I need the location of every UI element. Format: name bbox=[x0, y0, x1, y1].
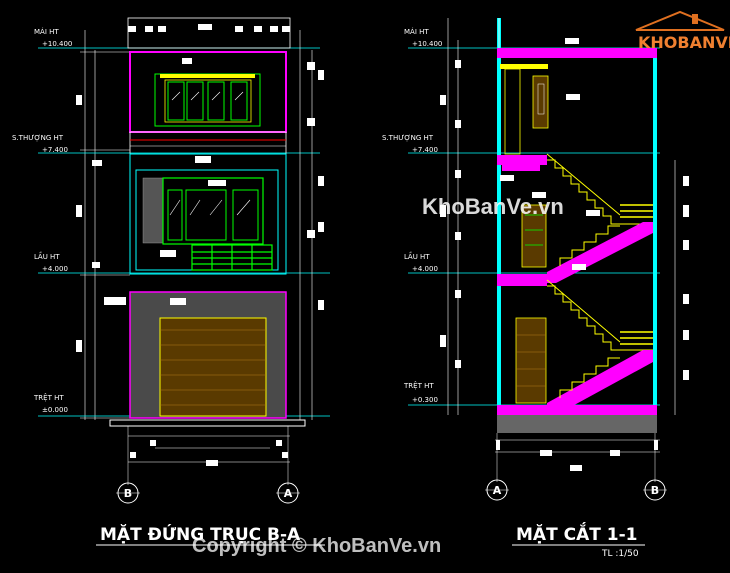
level-value-floor: +4.000 bbox=[42, 265, 68, 273]
section-level-value-floor: +4.000 bbox=[412, 265, 438, 273]
logo-watermark: KHOBANVE bbox=[635, 10, 730, 52]
section-axis-bubbles: A B bbox=[485, 479, 667, 501]
level-name-floor: LẦU HT bbox=[34, 251, 60, 261]
section-level-name-ground: TRỆT HT bbox=[403, 381, 434, 390]
facade-drawing bbox=[38, 17, 330, 485]
center-watermark: KhoBanVe.vn bbox=[422, 194, 564, 219]
section-drawing bbox=[408, 18, 689, 482]
facade-level-labels: MÁI HT +10.400 S.THƯỢNG HT +7.400 LẦU HT… bbox=[12, 27, 72, 414]
facade-axis-bubbles: B A bbox=[116, 482, 300, 504]
section-level-name-terrace: S.THƯỢNG HT bbox=[382, 134, 434, 142]
level-value-terrace: +7.400 bbox=[42, 146, 68, 154]
section-level-name-roof: MÁI HT bbox=[404, 27, 429, 36]
level-value-ground: ±0.000 bbox=[42, 406, 68, 414]
level-value-roof: +10.400 bbox=[42, 40, 72, 48]
level-name-roof: MÁI HT bbox=[34, 27, 59, 36]
axis-label-b: B bbox=[124, 487, 132, 500]
axis-label-a: A bbox=[284, 487, 293, 500]
logo-text: KHOBANVE bbox=[638, 33, 730, 52]
section-title: MẶT CẮT 1-1 bbox=[516, 521, 637, 545]
section-level-value-ground: +0.300 bbox=[412, 396, 438, 404]
level-name-ground: TRỆT HT bbox=[33, 393, 64, 402]
section-scale: TL :1/50 bbox=[601, 549, 639, 559]
facade-title: MẶT ĐỨNG TRỤC B-A bbox=[100, 523, 301, 545]
section-level-value-terrace: +7.400 bbox=[412, 146, 438, 154]
level-name-terrace: S.THƯỢNG HT bbox=[12, 134, 64, 142]
section-level-value-roof: +10.400 bbox=[412, 40, 442, 48]
section-axis-label-a: A bbox=[493, 484, 502, 497]
copyright-watermark: Copyright © KhoBanVe.vn bbox=[192, 535, 441, 557]
section-level-name-floor: LẦU HT bbox=[404, 251, 430, 261]
section-level-labels: MÁI HT +10.400 S.THƯỢNG HT +7.400 LẦU HT… bbox=[382, 27, 442, 404]
section-axis-label-b: B bbox=[651, 484, 659, 497]
